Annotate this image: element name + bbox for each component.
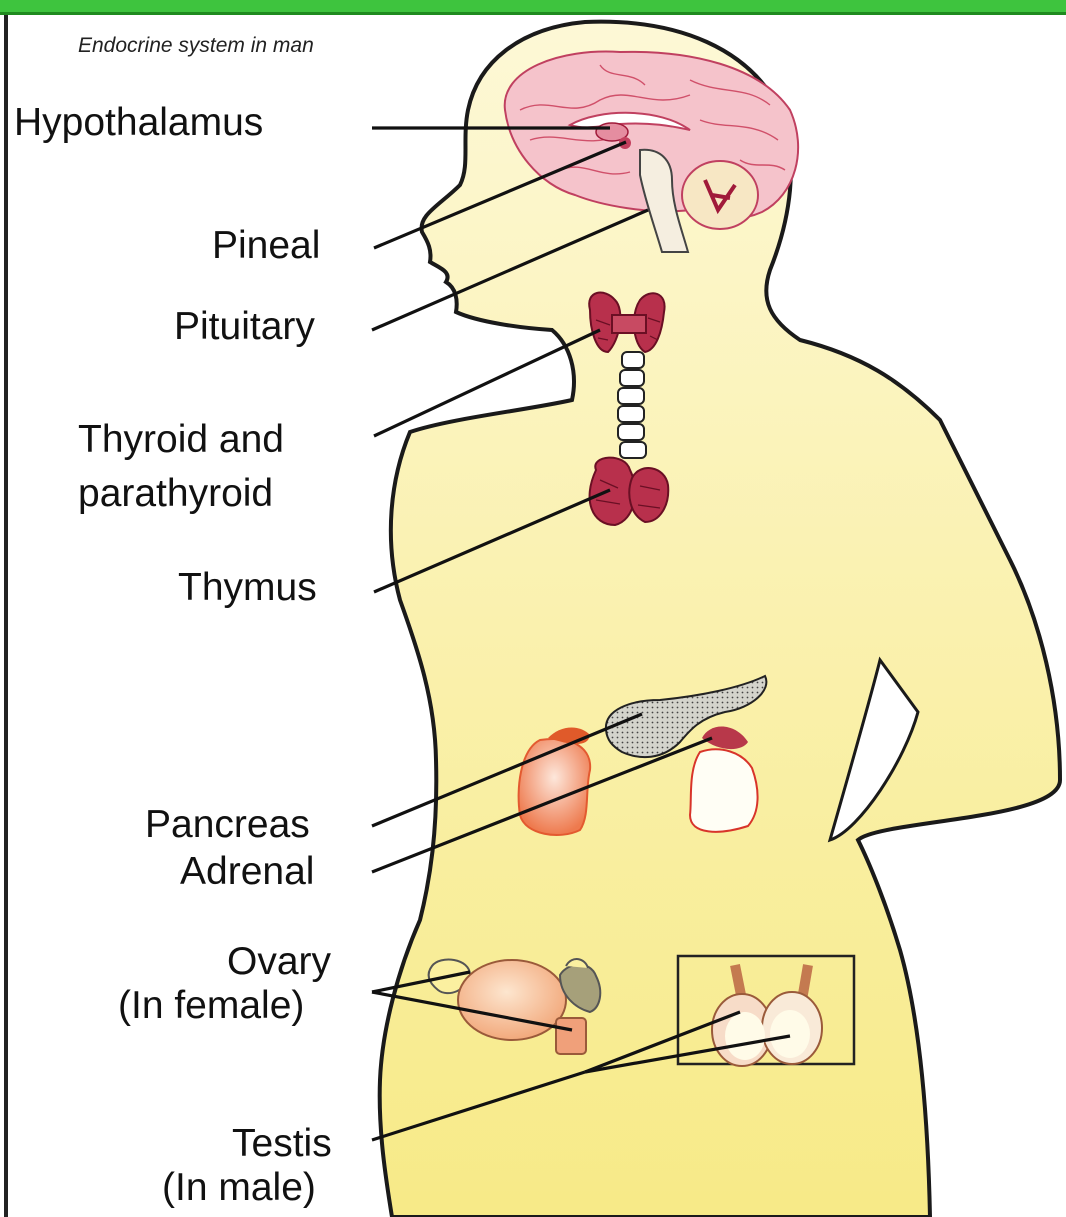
label-thyroid-line2: parathyroid xyxy=(78,472,273,516)
label-ovary-line1: Ovary xyxy=(227,940,331,984)
kidney-right xyxy=(690,749,758,831)
label-ovary-line2: (In female) xyxy=(118,984,304,1028)
label-thymus: Thymus xyxy=(178,566,317,610)
label-pineal: Pineal xyxy=(212,224,320,268)
label-hypothalamus: Hypothalamus xyxy=(14,101,263,145)
kidney-left xyxy=(519,739,591,835)
label-testis-line2: (In male) xyxy=(162,1166,316,1210)
label-pituitary: Pituitary xyxy=(174,305,315,349)
diagram-caption: Endocrine system in man xyxy=(78,34,314,58)
label-thyroid-line1: Thyroid and xyxy=(78,418,284,462)
label-testis-line1: Testis xyxy=(232,1122,332,1166)
label-adrenal: Adrenal xyxy=(180,850,314,894)
label-pancreas: Pancreas xyxy=(145,803,310,847)
